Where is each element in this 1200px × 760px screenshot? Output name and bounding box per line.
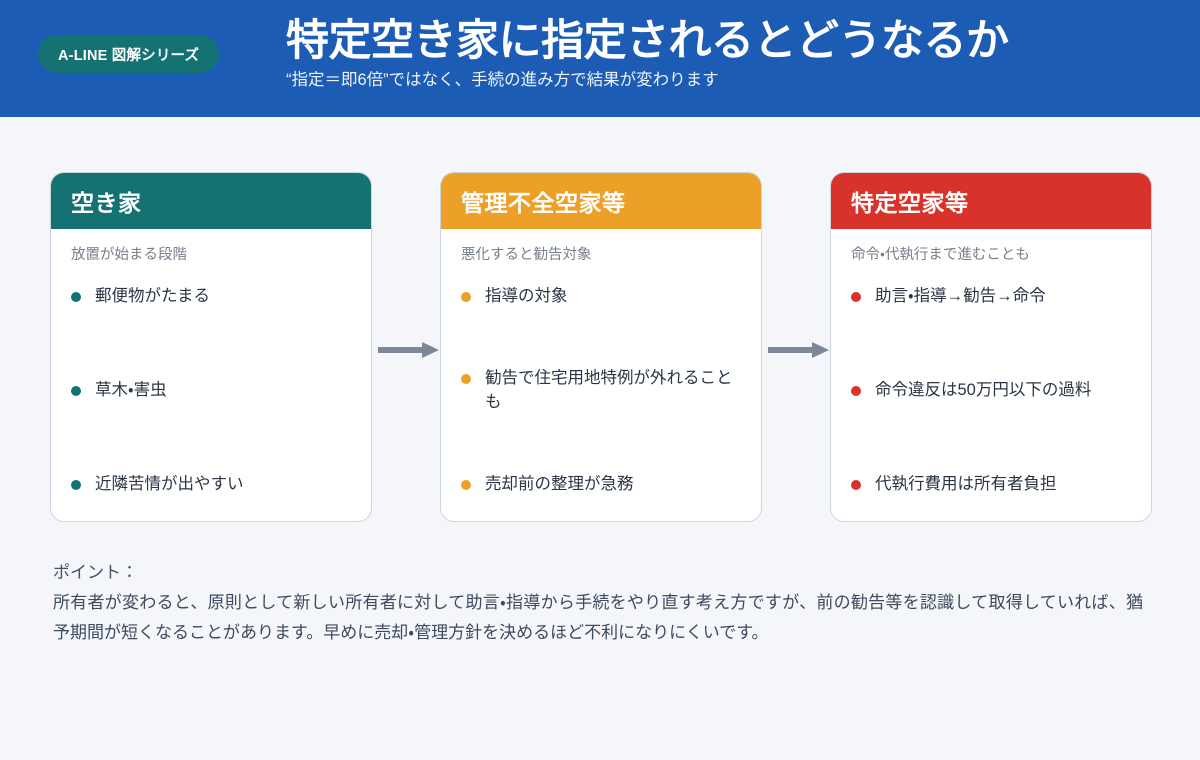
list-item: 命令違反は50万円以下の過料 <box>851 379 1131 403</box>
bullet-dot-icon <box>461 374 471 384</box>
list-item-label: 助言・指導→勧告→命令 <box>875 286 1046 305</box>
card-subtitle: 悪化すると勧告対象 <box>461 247 592 263</box>
series-badge-label: A-LINE 図解シリーズ <box>58 47 200 64</box>
card-header: 管理不全空家等 <box>441 173 761 229</box>
card-header: 空き家 <box>51 173 371 229</box>
card-bullet-list: 助言・指導→勧告→命令 命令違反は50万円以下の過料 代執行費用は所有者負担 <box>851 285 1131 507</box>
list-item: 近隣苦情が出やすい <box>71 473 351 497</box>
list-item: 指導の対象 <box>461 285 741 309</box>
list-item-label: 近隣苦情が出やすい <box>95 475 244 494</box>
list-item: 助言・指導→勧告→命令 <box>851 285 1131 309</box>
card-bullet-list: 郵便物がたまる 草木・害虫 近隣苦情が出やすい <box>71 285 351 507</box>
card-header: 特定空家等 <box>831 173 1151 229</box>
header-title-group: 特定空き家に指定されるとどうなるか “指定＝即6倍”ではなく、手続の進み方で結果… <box>286 17 1176 91</box>
bullet-dot-icon <box>71 480 81 491</box>
card-body: 命令・代執行まで進むことも 助言・指導→勧告→命令 命令違反は50万円以下の過料… <box>831 229 1151 521</box>
bullet-dot-icon <box>851 385 861 396</box>
arrow-head <box>812 342 829 358</box>
list-item-label: 指導の対象 <box>485 286 568 305</box>
card-body: 悪化すると勧告対象 指導の対象 勧告で住宅用地特例が外れることも 売却前の整理が… <box>441 229 761 521</box>
list-item-label: 売却前の整理が急務 <box>485 475 634 494</box>
page-subtitle: “指定＝即6倍”ではなく、手続の進み方で結果が変わります <box>286 71 719 90</box>
stage-card-specified-vacant: 特定空家等 命令・代執行まで進むことも 助言・指導→勧告→命令 命令違反は50万… <box>830 172 1152 522</box>
list-item-label: 命令違反は50万円以下の過料 <box>875 380 1092 399</box>
list-item: 売却前の整理が急務 <box>461 473 741 497</box>
stage-card-vacant-house: 空き家 放置が始まる段階 郵便物がたまる 草木・害虫 近隣苦情が出やすい <box>50 172 372 522</box>
card-subtitle: 放置が始まる段階 <box>71 247 187 263</box>
series-badge: A-LINE 図解シリーズ <box>38 35 220 73</box>
bullet-dot-icon <box>851 291 861 302</box>
stage-card-row: 空き家 放置が始まる段階 郵便物がたまる 草木・害虫 近隣苦情が出やすい <box>50 172 1152 522</box>
list-item-label: 郵便物がたまる <box>95 286 211 305</box>
card-title: 管理不全空家等 <box>461 190 626 216</box>
card-body: 放置が始まる段階 郵便物がたまる 草木・害虫 近隣苦情が出やすい <box>51 229 371 521</box>
bullet-dot-icon <box>461 480 471 491</box>
point-label: ポイント： <box>53 563 138 582</box>
list-item: 郵便物がたまる <box>71 285 351 309</box>
bullet-dot-icon <box>461 291 471 302</box>
list-item-label: 勧告で住宅用地特例が外れることも <box>485 369 733 411</box>
bullet-dot-icon <box>71 385 81 396</box>
list-item-label: 代執行費用は所有者負担 <box>875 475 1057 494</box>
arrow-line <box>768 347 814 353</box>
list-item: 勧告で住宅用地特例が外れることも <box>461 367 741 415</box>
list-item: 草木・害虫 <box>71 379 351 403</box>
list-item: 代執行費用は所有者負担 <box>851 473 1131 497</box>
card-title: 特定空家等 <box>851 190 969 216</box>
page-title: 特定空き家に指定されるとどうなるか <box>286 17 1009 65</box>
arrow-line <box>378 347 424 353</box>
bullet-dot-icon <box>71 291 81 302</box>
flow-arrow-icon <box>768 342 830 358</box>
card-bullet-list: 指導の対象 勧告で住宅用地特例が外れることも 売却前の整理が急務 <box>461 285 741 507</box>
point-body: 所有者が変わると、原則として新しい所有者に対して助言・指導から手続をやり直す考え… <box>53 592 1143 642</box>
bullet-dot-icon <box>851 480 861 491</box>
stage-card-poorly-managed: 管理不全空家等 悪化すると勧告対象 指導の対象 勧告で住宅用地特例が外れることも… <box>440 172 762 522</box>
point-note: ポイント： 所有者が変わると、原則として新しい所有者に対して助言・指導から手続を… <box>53 558 1143 647</box>
flow-arrow-icon <box>378 342 440 358</box>
arrow-head <box>422 342 439 358</box>
card-subtitle: 命令・代執行まで進むことも <box>851 247 1030 263</box>
card-title: 空き家 <box>71 190 142 216</box>
list-item-label: 草木・害虫 <box>95 380 167 399</box>
page-header: A-LINE 図解シリーズ 特定空き家に指定されるとどうなるか “指定＝即6倍”… <box>0 0 1200 117</box>
